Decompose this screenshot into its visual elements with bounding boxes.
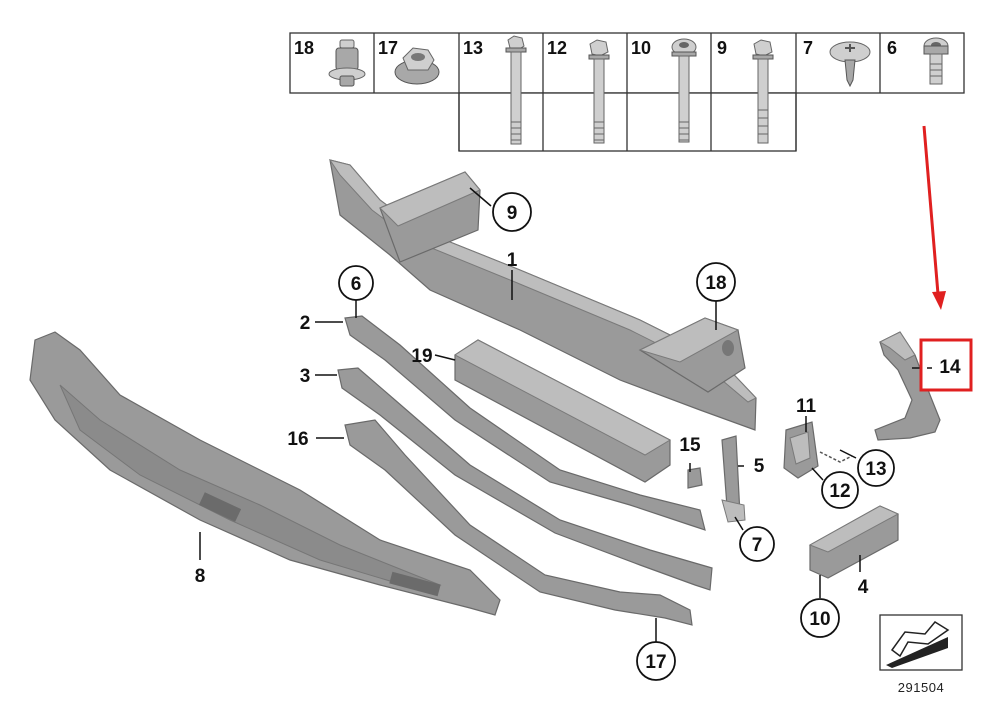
hardware-label-12: 12 [547,38,567,58]
red-arrow-icon [922,125,946,310]
callout-circle-18: 18 [696,262,736,302]
callout-circle-17: 17 [636,641,676,681]
hardware-label-18: 18 [294,38,314,58]
upper-strut-part [344,315,706,531]
callout-label-16: 16 [287,429,308,450]
callout-label-9: 9 [507,203,518,224]
callout-circle-7: 7 [739,526,775,562]
bracket-part-5 [721,435,746,523]
callout-label-12: 12 [829,481,850,502]
pan-head-screw-icon [829,41,871,88]
hex-bolt-long-icon [505,35,527,145]
callout-label-7: 7 [752,535,763,556]
lower-strut-part [344,419,693,626]
callout-label-13: 13 [865,459,886,480]
callout-label-1: 1 [507,250,518,271]
absorber-block-part [454,339,672,483]
callout-label-4: 4 [858,577,869,598]
callout-label-10: 10 [809,609,830,630]
clip-nut-icon [328,39,366,87]
callout-label-19: 19 [411,346,432,367]
hardware-label-10: 10 [631,38,651,58]
callout-label-11: 11 [796,396,817,417]
callout-label-2: 2 [300,313,311,334]
diagram-number: 291504 [898,680,944,695]
callout-label-3: 3 [300,366,311,387]
hardware-label-17: 17 [378,38,398,58]
hex-nut-icon [394,47,440,85]
callout-label-5: 5 [754,456,765,477]
callout-label-15: 15 [679,435,701,456]
callout-label-18: 18 [705,273,726,294]
hex-bolt-icon [588,39,610,144]
hardware-label-6: 6 [887,38,897,58]
orientation-icon [879,614,963,671]
hardware-table: 18 17 13 12 10 9 7 6 [289,32,965,152]
hardware-label-7: 7 [803,38,813,58]
callout-circle-12: 12 [821,471,859,509]
foam-absorber-part [29,331,501,616]
callout-label-6: 6 [351,274,362,295]
hex-bolt-icon [752,39,774,144]
middle-strut-part [337,367,713,591]
callout-circle-10: 10 [800,598,840,638]
hardware-label-13: 13 [463,38,483,58]
callout-circle-9: 9 [492,192,532,232]
hardware-label-9: 9 [717,38,727,58]
round-head-bolt-icon [671,38,697,143]
callout-leaders [199,187,922,642]
block-part-4 [808,505,900,579]
mounting-bracket-part [783,421,853,479]
side-bracket-part-14 [874,331,941,441]
callout-label-8: 8 [195,566,206,587]
bumper-carrier-part [328,159,757,431]
callout-circle-6: 6 [338,265,374,301]
clip-part-15 [687,467,703,489]
callout-circle-13: 13 [857,449,895,487]
socket-screw-icon [923,37,949,85]
callout-label-17: 17 [645,652,666,673]
callout-label-14: 14 [939,357,961,378]
highlight-callout-14: 14 [919,338,973,392]
